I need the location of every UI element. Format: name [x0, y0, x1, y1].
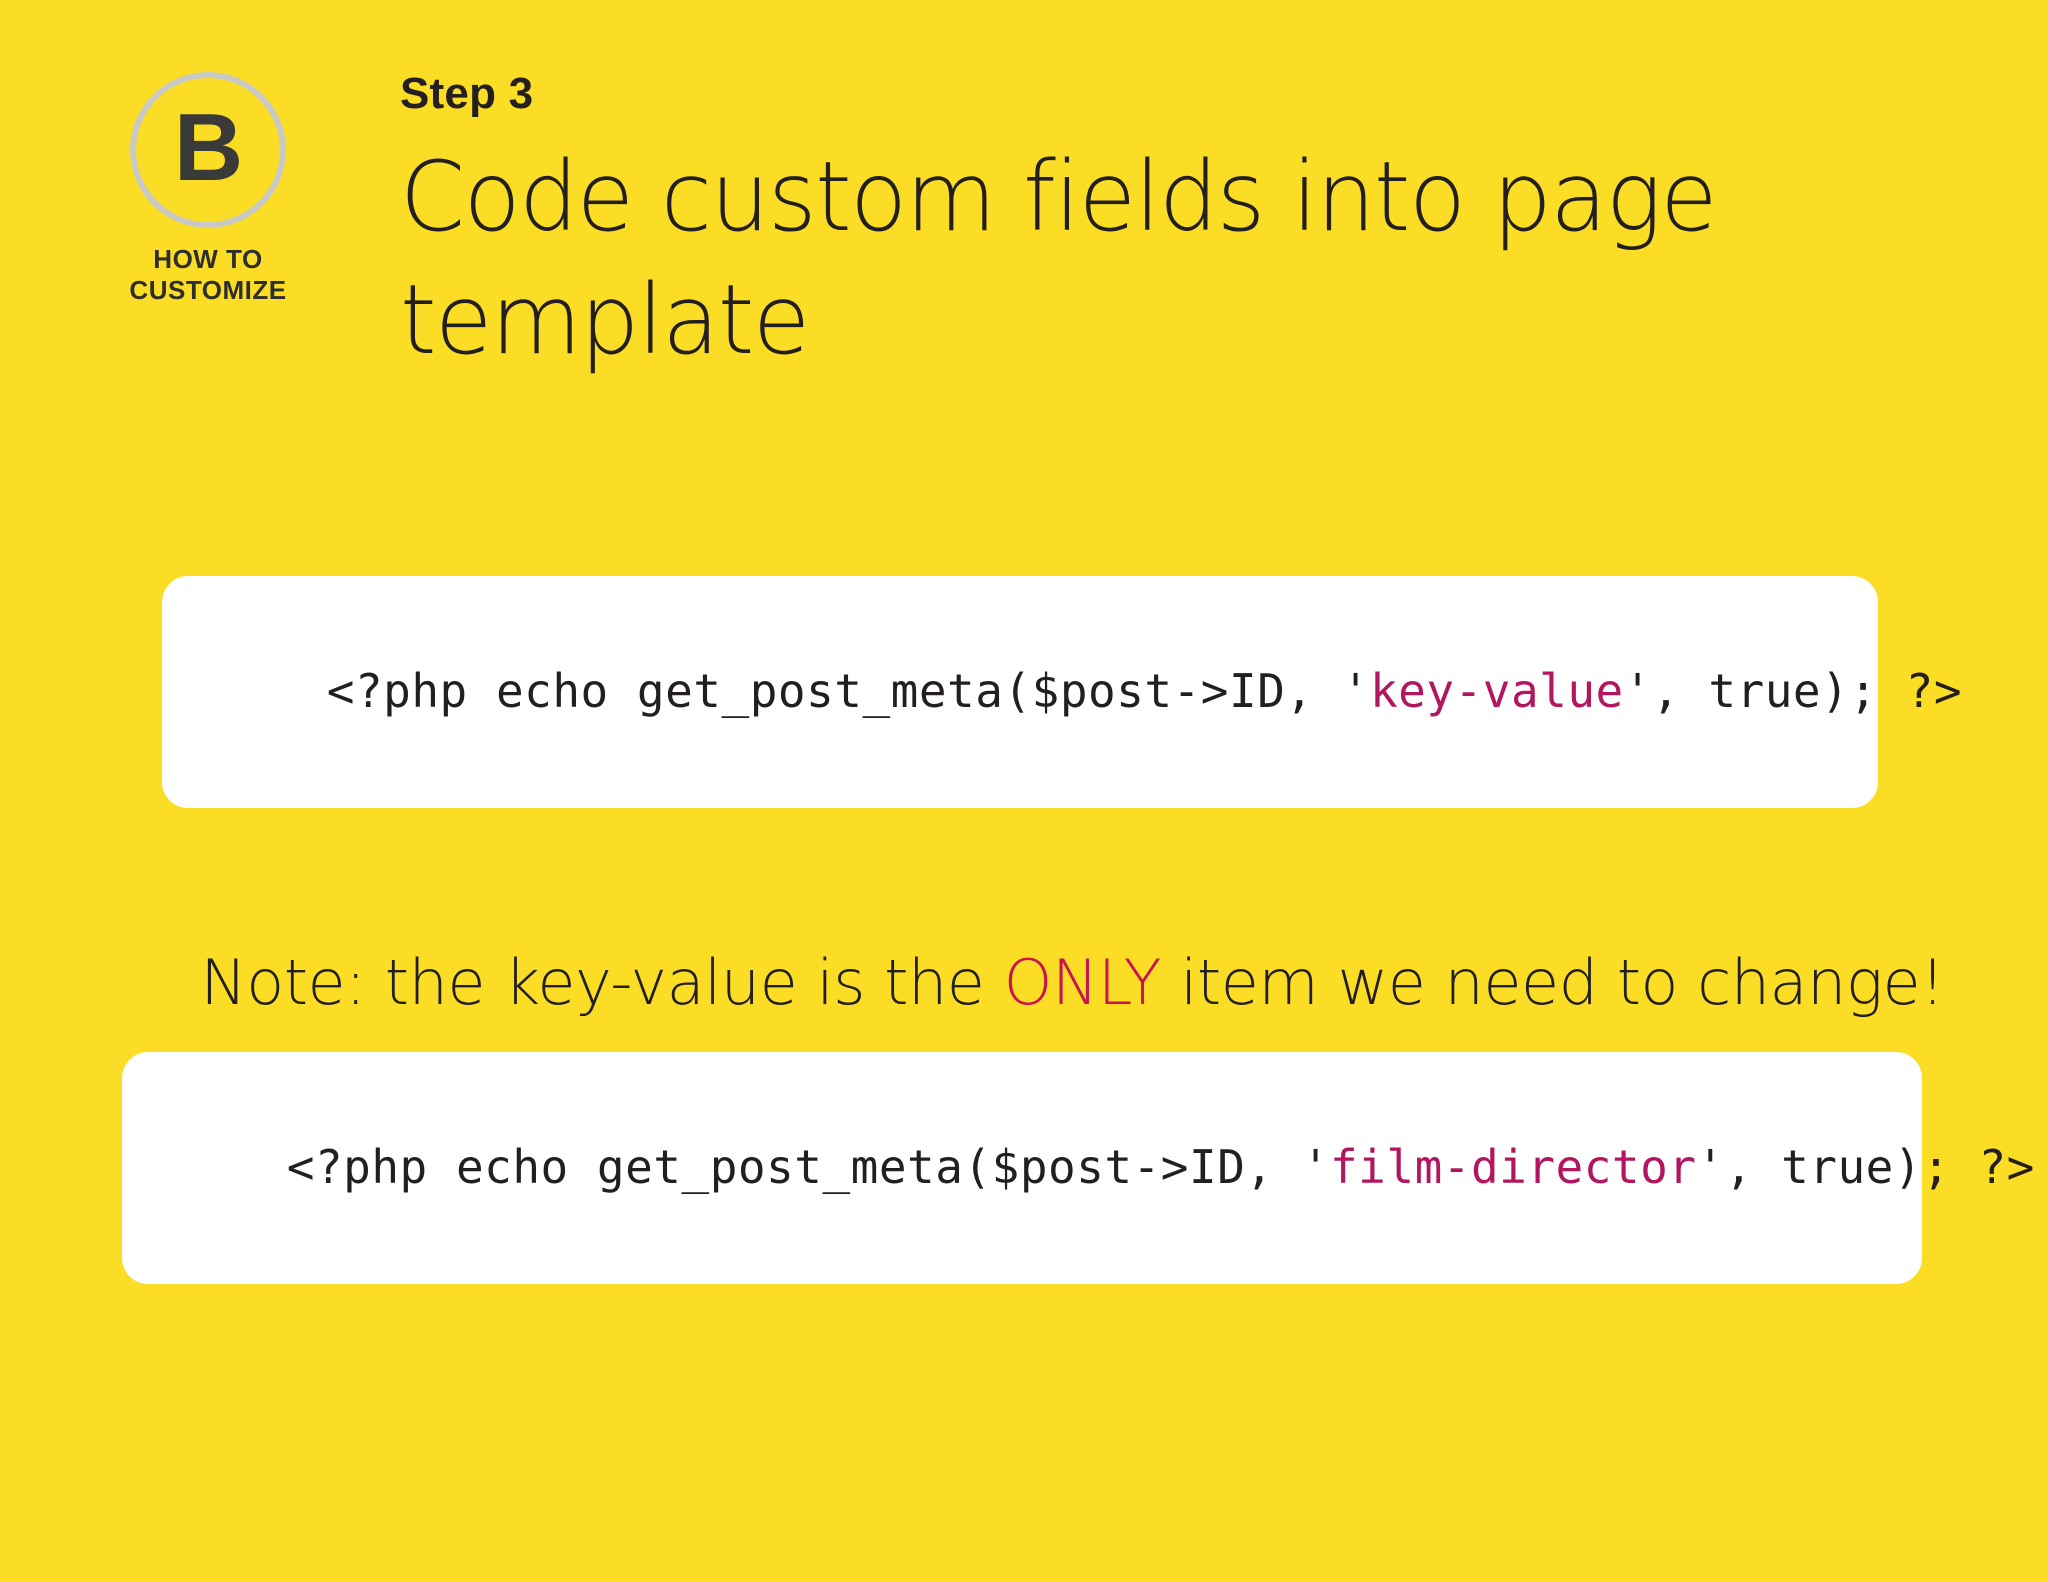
- brand-tagline-line-1: HOW TO: [153, 244, 263, 274]
- code-string-value: key-value: [1369, 664, 1624, 719]
- code-string-value: film-director: [1329, 1140, 1697, 1195]
- note-text-before: Note: the key-value is the: [200, 946, 1004, 1020]
- brand-logo-block: B HOW TO CUSTOMIZE: [88, 72, 328, 305]
- code-card-film-director: <?php echo get_post_meta($post->ID, 'fil…: [122, 1052, 2034, 1284]
- code-line-film-director: <?php echo get_post_meta($post->ID, 'fil…: [174, 1085, 2035, 1251]
- note-text-after: item we need to change!: [1161, 946, 1945, 1020]
- code-card-key-value: <?php echo get_post_meta($post->ID, 'key…: [162, 576, 1962, 808]
- note-accent-word: ONLY: [1003, 946, 1162, 1020]
- code-line-key-value: <?php echo get_post_meta($post->ID, 'key…: [214, 609, 1962, 775]
- logo-circle-icon: B: [130, 72, 286, 228]
- brand-tagline-line-2: CUSTOMIZE: [129, 274, 287, 305]
- brand-tagline: HOW TO CUSTOMIZE: [88, 244, 328, 305]
- code-suffix: ', true); ?>: [1623, 664, 1963, 719]
- code-suffix: ', true); ?>: [1696, 1140, 2035, 1195]
- note-line: Note: the key-value is the ONLY item we …: [162, 872, 1945, 1021]
- page-title: Code custom fields into page template: [400, 141, 1718, 377]
- heading-block: Step 3 Code custom fields into page temp…: [400, 69, 1960, 382]
- step-label: Step 3: [400, 69, 534, 118]
- code-prefix: <?php echo get_post_meta($post->ID, ': [286, 1140, 1330, 1195]
- code-prefix: <?php echo get_post_meta($post->ID, ': [326, 664, 1370, 719]
- logo-letter: B: [173, 94, 243, 201]
